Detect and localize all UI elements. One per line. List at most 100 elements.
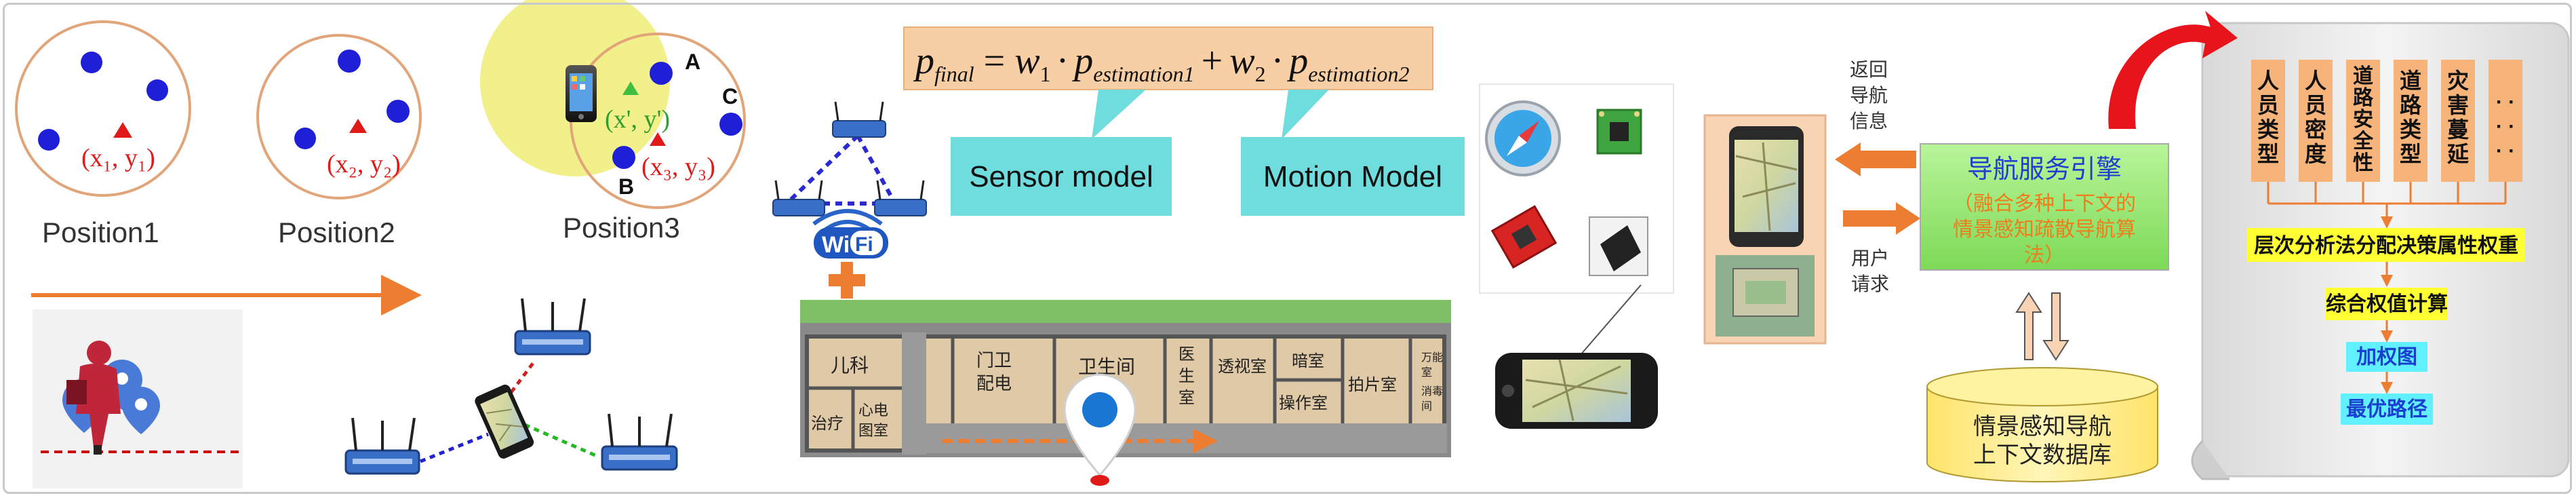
sensor-model-callout: Sensor model (951, 90, 1172, 216)
position-3-group: A C B (x', y') (x₃, y₃) Position3 (480, 0, 746, 244)
attribute-box: 人员类型 (2251, 60, 2285, 182)
router-icon (601, 413, 678, 471)
position-3-coord: (x₃, y₃) (641, 153, 715, 181)
formula-w1: w (1014, 40, 1039, 82)
formula-eq: = (984, 40, 1006, 82)
svg-text:灾害蔓延: 灾害蔓延 (2446, 68, 2470, 167)
router-icon (832, 101, 886, 138)
formula-p1: p (913, 40, 934, 82)
svg-text:· ·· ·· ·: · ·· ·· · (2496, 91, 2515, 162)
database-label: 情景感知导航上下文数据库 (1973, 413, 2112, 469)
attribute-box: 人员密度 (2299, 60, 2333, 182)
formula-plus: + (1202, 40, 1223, 82)
engine-subtitle: （融合多种上下文的情景感知疏散导航算法） (1953, 192, 2136, 267)
request-label: 用户请求 (1851, 247, 1889, 295)
attribute-box: 道路类型 (2394, 60, 2428, 182)
gyroscope-chip-icon (1589, 216, 1648, 276)
position-1-group: (x₁, y₁) Position1 (15, 20, 191, 248)
router-network (772, 101, 927, 216)
position-2-label: Position2 (278, 216, 395, 248)
svg-text:pfinal=w1·pestimation1+w2·pest: pfinal=w1·pestimation1+w2·pestimation2 (913, 40, 1410, 86)
plus-icon (829, 262, 865, 299)
svg-text:道路类型: 道路类型 (2400, 68, 2422, 167)
estimated-marker (622, 81, 639, 95)
formula-final: final (934, 62, 974, 86)
bidirectional-arrows (2015, 292, 2069, 361)
position-marker (650, 132, 666, 146)
formula-est1: estimation1 (1093, 62, 1194, 86)
svg-text:人员密度: 人员密度 (2305, 68, 2326, 167)
position-2-group: (x₂, y₂) Position2 (256, 34, 422, 248)
signal-link (515, 419, 597, 458)
position-1-circle (15, 20, 191, 197)
beacon-dot (387, 100, 410, 123)
beacon-dot (81, 52, 102, 73)
formula-sub2: 2 (1255, 62, 1266, 86)
weighted-graph-step: 加权图 (2356, 345, 2417, 369)
weight-calc-step: 综合权值计算 (2326, 292, 2448, 316)
app-screenshot-panel (1703, 114, 1827, 345)
smartphone-icon (1495, 353, 1658, 429)
sensor-panel (1479, 83, 1674, 294)
room-label: 治疗 (811, 414, 844, 433)
beacon-dot (146, 79, 168, 101)
engine-title: 导航服务引擎 (1967, 154, 2122, 184)
wifi-wi-text: Wi (822, 232, 850, 258)
position-marker (113, 122, 132, 138)
position-1-label: Position1 (42, 216, 159, 248)
return-label: 返回导航信息 (1850, 58, 1888, 132)
formula-est2: estimation2 (1308, 62, 1409, 86)
ahp-step: 层次分析法分配决策属性权重 (2254, 234, 2518, 258)
beacon-dot (612, 146, 635, 169)
beacon-dot (650, 62, 673, 85)
sensor-board-icon (1596, 109, 1642, 155)
location-pin-icon (1063, 373, 1136, 486)
room-label: 儿科 (831, 354, 869, 377)
wifi-fi-text: Fi (855, 233, 873, 256)
formula-p2: p (1071, 40, 1093, 82)
router-icon (514, 298, 591, 356)
beacon-dot (294, 128, 316, 149)
compass-icon (1485, 100, 1561, 176)
position-marker (349, 119, 367, 133)
router-icon (772, 180, 825, 216)
attribute-box: · ·· ·· · (2489, 60, 2522, 182)
room-label: 心电图室 (858, 402, 888, 440)
connector-line (1579, 284, 1642, 356)
attribute-box: 道路安全性 (2346, 60, 2380, 182)
person-icon (66, 341, 121, 455)
motion-model-label: Motion Model (1263, 160, 1442, 193)
smartphone-icon (566, 65, 597, 122)
decision-flow-scroll: 人员类型 人员密度 道路安全性 道路类型 灾害蔓延 (2108, 11, 2570, 480)
signal-link (420, 432, 489, 463)
position-3-label: Position3 (563, 212, 680, 244)
refresh-arrow-icon (2108, 11, 2238, 129)
return-arrow (1835, 142, 1916, 176)
request-arrow (1843, 202, 1920, 235)
position-1-coord: (x₁, y₁) (81, 144, 155, 172)
floor-plan: 儿科 治疗 心电图室 门卫配电 卫生间 医生室 透视室 暗室操作室 拍片室 万能… (800, 300, 1451, 486)
formula-p3: p (1286, 40, 1308, 82)
attribute-box: 灾害蔓延 (2441, 60, 2475, 182)
formula-box: pfinal=w1·pestimation1+w2·pestimation2 (903, 26, 1433, 90)
accelerometer-icon (1490, 205, 1558, 269)
circle-label-a: A (685, 50, 700, 74)
beacon-dot (338, 50, 361, 73)
pedestrian-illustration (33, 309, 243, 489)
router-icon (874, 180, 927, 216)
motion-model-callout: Motion Model (1241, 90, 1465, 216)
circle-label-b: B (618, 174, 634, 199)
formula-dot2: · (1271, 40, 1284, 82)
room-label: 医生室 (1178, 345, 1195, 407)
circle-label-c: C (722, 84, 738, 109)
beacon-dot (38, 129, 60, 151)
best-path-step: 最优路径 (2346, 398, 2428, 421)
wifi-logo: Wi Fi (812, 209, 888, 258)
smartphone-icon (475, 384, 534, 459)
estimated-coord: (x', y') (605, 105, 670, 134)
formula-dot1: · (1056, 40, 1069, 82)
room-label: 拍片室 (1348, 375, 1397, 394)
room-label: 门卫配电 (976, 351, 1012, 394)
context-database-icon: 情景感知导航上下文数据库 (1926, 367, 2158, 482)
